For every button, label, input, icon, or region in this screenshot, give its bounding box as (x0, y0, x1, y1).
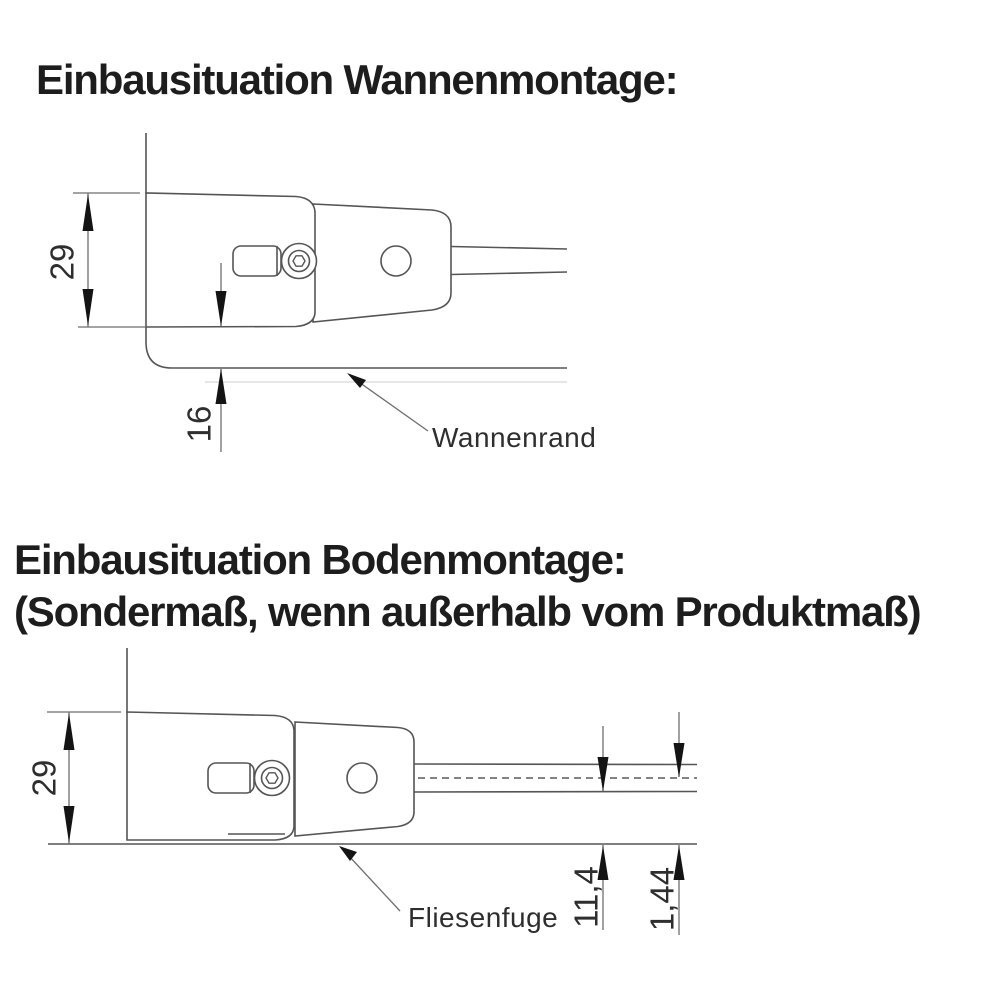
dimension-16: 16 (181, 263, 227, 452)
glass-panel-bottom-line (450, 271, 568, 276)
arrow-down-icon (215, 291, 227, 327)
screw-head (287, 249, 311, 273)
dim-16-label: 16 (181, 406, 218, 443)
glass-panel-top-line (450, 245, 568, 250)
torx-screw-icon (292, 255, 306, 267)
torx-screw-icon (265, 772, 279, 784)
mounting-hole (346, 762, 378, 794)
arrow-up-icon (597, 845, 609, 880)
callout-wannenrand: Wannenrand (347, 373, 596, 453)
arrow-down-icon (63, 806, 75, 843)
dim-29-label: 29 (26, 760, 63, 797)
dimension-11-4: 11,4 (568, 726, 609, 930)
dim-1-44-label: 1,44 (644, 867, 681, 931)
adjustment-slot (232, 245, 282, 277)
arrow-up-icon (82, 194, 94, 231)
dimension-1-44: 1,44 (644, 712, 685, 935)
dim-11-4-label: 11,4 (568, 866, 605, 928)
drawing-wannenmontage: 29 16 Wannenrand (44, 133, 596, 453)
mounting-hole (380, 245, 412, 277)
glass-panel-bottom-line (413, 790, 698, 793)
adjustment-slot (207, 762, 255, 794)
leader-arrow-icon (339, 846, 357, 861)
glass-panel-top-line (413, 763, 698, 766)
dimension-29: 29 (44, 192, 146, 328)
section-title-bodenmontage: Einbausituation Bodenmontage: (Sondermaß… (14, 534, 922, 638)
section-title-line1: Einbausituation Bodenmontage: (14, 536, 627, 583)
dim-29-label: 29 (44, 244, 81, 281)
arrow-down-icon (673, 743, 685, 778)
arrow-up-icon (673, 845, 685, 880)
callout-fliesenfuge: Fliesenfuge (339, 846, 558, 933)
callout-wannenrand-label: Wannenrand (432, 422, 596, 453)
section-title-wannenmontage: Einbausituation Wannenmontage: (36, 56, 679, 103)
tub-edge-line (145, 327, 567, 369)
leader-arrow-icon (347, 373, 366, 388)
clamp-body-inner (145, 192, 316, 328)
arrow-up-icon (215, 368, 227, 404)
callout-fliesenfuge-label: Fliesenfuge (408, 902, 558, 933)
section-subtitle: (Sondermaß, wenn außerhalb vom Produktma… (14, 588, 922, 635)
drawing-bodenmontage: 29 11,4 1,44 Fliesenfuge (26, 648, 698, 935)
arrow-down-icon (82, 289, 94, 326)
arrow-up-icon (63, 713, 75, 750)
screw-head (260, 766, 284, 790)
arrow-down-icon (597, 757, 609, 792)
dimension-29: 29 (26, 711, 121, 844)
